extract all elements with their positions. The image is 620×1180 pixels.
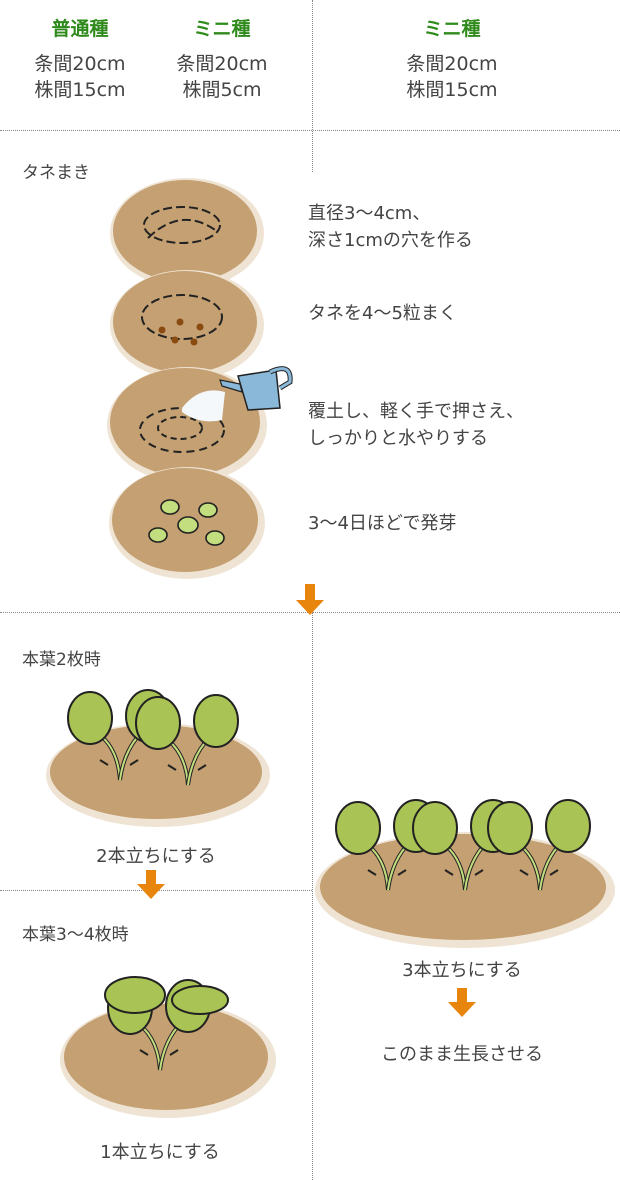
soil-mound-sprouts bbox=[109, 467, 265, 579]
sowing-illustration bbox=[107, 178, 293, 579]
soil-mound-watering bbox=[107, 366, 293, 483]
sowing-step-4: 3〜4日ほどで発芽 bbox=[308, 510, 457, 537]
arrow-down-icon bbox=[448, 988, 476, 1017]
sowing-step-2: タネを4〜5粒まく bbox=[308, 300, 457, 327]
row-spacing: 条間20cm bbox=[176, 53, 268, 75]
plant-spacing: 株間15cm bbox=[406, 79, 498, 101]
row-spacing: 条間20cm bbox=[34, 53, 126, 75]
stage2-mound bbox=[60, 976, 276, 1118]
header-column-regular: 普通種 条間20cm 株間15cm bbox=[20, 14, 140, 103]
stage1-mound bbox=[46, 688, 270, 827]
header-column-mini-right: ミニ種 条間20cm 株間15cm bbox=[392, 14, 512, 103]
divider-vertical-bottom bbox=[312, 612, 313, 1180]
sowing-label: タネまき bbox=[22, 163, 90, 183]
right-mound bbox=[315, 798, 615, 948]
stage2-label: 本葉3〜4枚時 bbox=[22, 925, 129, 945]
plant-spacing: 株間15cm bbox=[34, 79, 126, 101]
column-title: ミニ種 bbox=[193, 18, 251, 40]
header-column-mini: ミニ種 条間20cm 株間5cm bbox=[162, 14, 282, 103]
step-text: 3〜4日ほどで発芽 bbox=[308, 513, 457, 534]
sowing-step-1: 直径3〜4cm、 深さ1cmの穴を作る bbox=[308, 200, 473, 254]
step-text: 深さ1cmの穴を作る bbox=[308, 230, 473, 251]
stage1-caption: 2本立ちにする bbox=[96, 846, 216, 867]
right-final-caption: このまま生長させる bbox=[381, 1044, 543, 1065]
divider-header bbox=[0, 130, 620, 131]
plant-spacing: 株間5cm bbox=[182, 79, 262, 101]
step-text: しっかりと水やりする bbox=[308, 428, 488, 449]
sowing-step-3: 覆土し、軽く手で押さえ、 しっかりと水やりする bbox=[308, 398, 524, 452]
divider-vertical-top bbox=[312, 0, 313, 172]
arrow-down-icon bbox=[296, 584, 324, 615]
row-spacing: 条間20cm bbox=[406, 53, 498, 75]
right-caption: 3本立ちにする bbox=[402, 960, 522, 981]
column-title: 普通種 bbox=[51, 18, 109, 40]
stage2-caption: 1本立ちにする bbox=[100, 1142, 220, 1163]
soil-mound-seeds bbox=[110, 270, 264, 380]
arrow-down-icon bbox=[137, 870, 165, 899]
step-text: 覆土し、軽く手で押さえ、 bbox=[308, 401, 524, 422]
step-text: タネを4〜5粒まく bbox=[308, 303, 457, 324]
stage1-label: 本葉2枚時 bbox=[22, 650, 101, 670]
step-text: 直径3〜4cm、 bbox=[308, 203, 431, 224]
column-title: ミニ種 bbox=[423, 18, 481, 40]
watering-can-icon bbox=[219, 366, 293, 411]
soil-mound-hole bbox=[110, 178, 264, 288]
